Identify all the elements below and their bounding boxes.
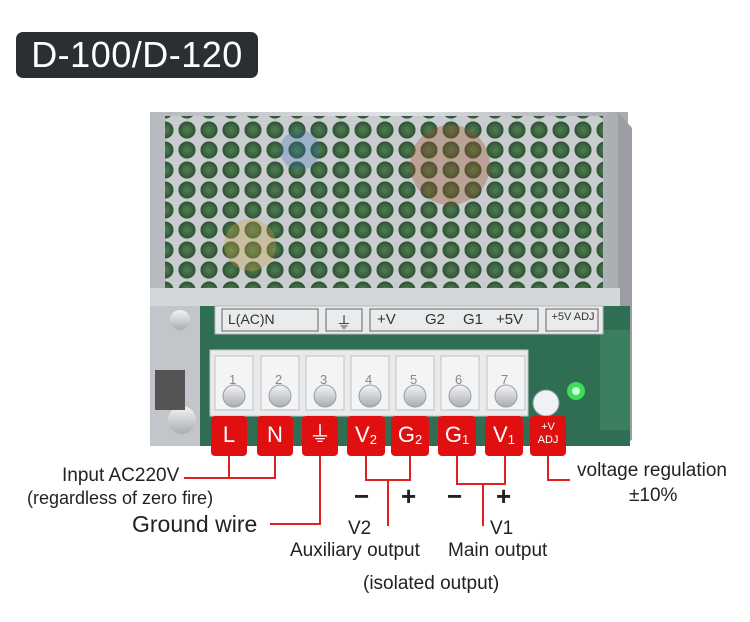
auxiliary-output-label: Auxiliary output bbox=[290, 540, 420, 561]
ground-wire-label: Ground wire bbox=[132, 511, 258, 537]
terminal-g1-box: G1 bbox=[438, 416, 476, 456]
v1-label: V1 bbox=[490, 518, 514, 539]
pcb-label-ground: ⏚ bbox=[336, 315, 353, 332]
tolerance-label: ±10% bbox=[629, 485, 678, 506]
terminal-number-4: 4 bbox=[365, 372, 373, 387]
terminal-number-3: 3 bbox=[320, 372, 328, 387]
v2-label: V2 bbox=[348, 518, 372, 539]
terminal-v2-box: V2 bbox=[347, 416, 385, 456]
terminal-l-box: L bbox=[211, 416, 247, 456]
v1-plus-sign: + bbox=[496, 481, 512, 511]
input-note-label: (regardless of zero fire) bbox=[27, 488, 214, 508]
terminal-number-1: 1 bbox=[229, 372, 237, 387]
adj-top-label: +V bbox=[541, 421, 555, 433]
v2-minus-sign: − bbox=[354, 481, 370, 511]
terminal-n-box: N bbox=[257, 416, 293, 456]
model-title: D-100/D-120 bbox=[16, 32, 258, 78]
input-ac-label: Input AC220V bbox=[62, 465, 180, 486]
pcb-label-adj: +5V ADJ bbox=[551, 311, 595, 323]
adj-bottom-label: ADJ bbox=[537, 434, 559, 446]
terminal-adj-box: +V ADJ bbox=[530, 416, 566, 456]
terminal-number-2: 2 bbox=[275, 372, 283, 387]
main-output-label: Main output bbox=[448, 540, 548, 561]
voltage-regulation-label: voltage regulation bbox=[577, 460, 727, 481]
terminal-ground-box: ⏚ bbox=[302, 416, 338, 456]
terminal-number-5: 5 bbox=[410, 372, 418, 387]
terminal-v1-box: V1 bbox=[485, 416, 523, 456]
v1-minus-sign: − bbox=[447, 481, 463, 511]
terminal-number-7: 7 bbox=[501, 372, 509, 387]
pcb-label-g1: G1 bbox=[463, 311, 484, 328]
isolated-output-label: (isolated output) bbox=[363, 573, 500, 594]
terminal-g2-box: G2 bbox=[391, 416, 429, 456]
pcb-label-lac-n: L(AC)N bbox=[228, 311, 275, 327]
pcb-label-g2: G2 bbox=[425, 311, 446, 328]
pcb-label-plus5v: +5V bbox=[496, 311, 524, 328]
pcb-label-plus-v: +V bbox=[377, 311, 396, 328]
v2-plus-sign: + bbox=[401, 481, 417, 511]
terminal-number-6: 6 bbox=[455, 372, 463, 387]
